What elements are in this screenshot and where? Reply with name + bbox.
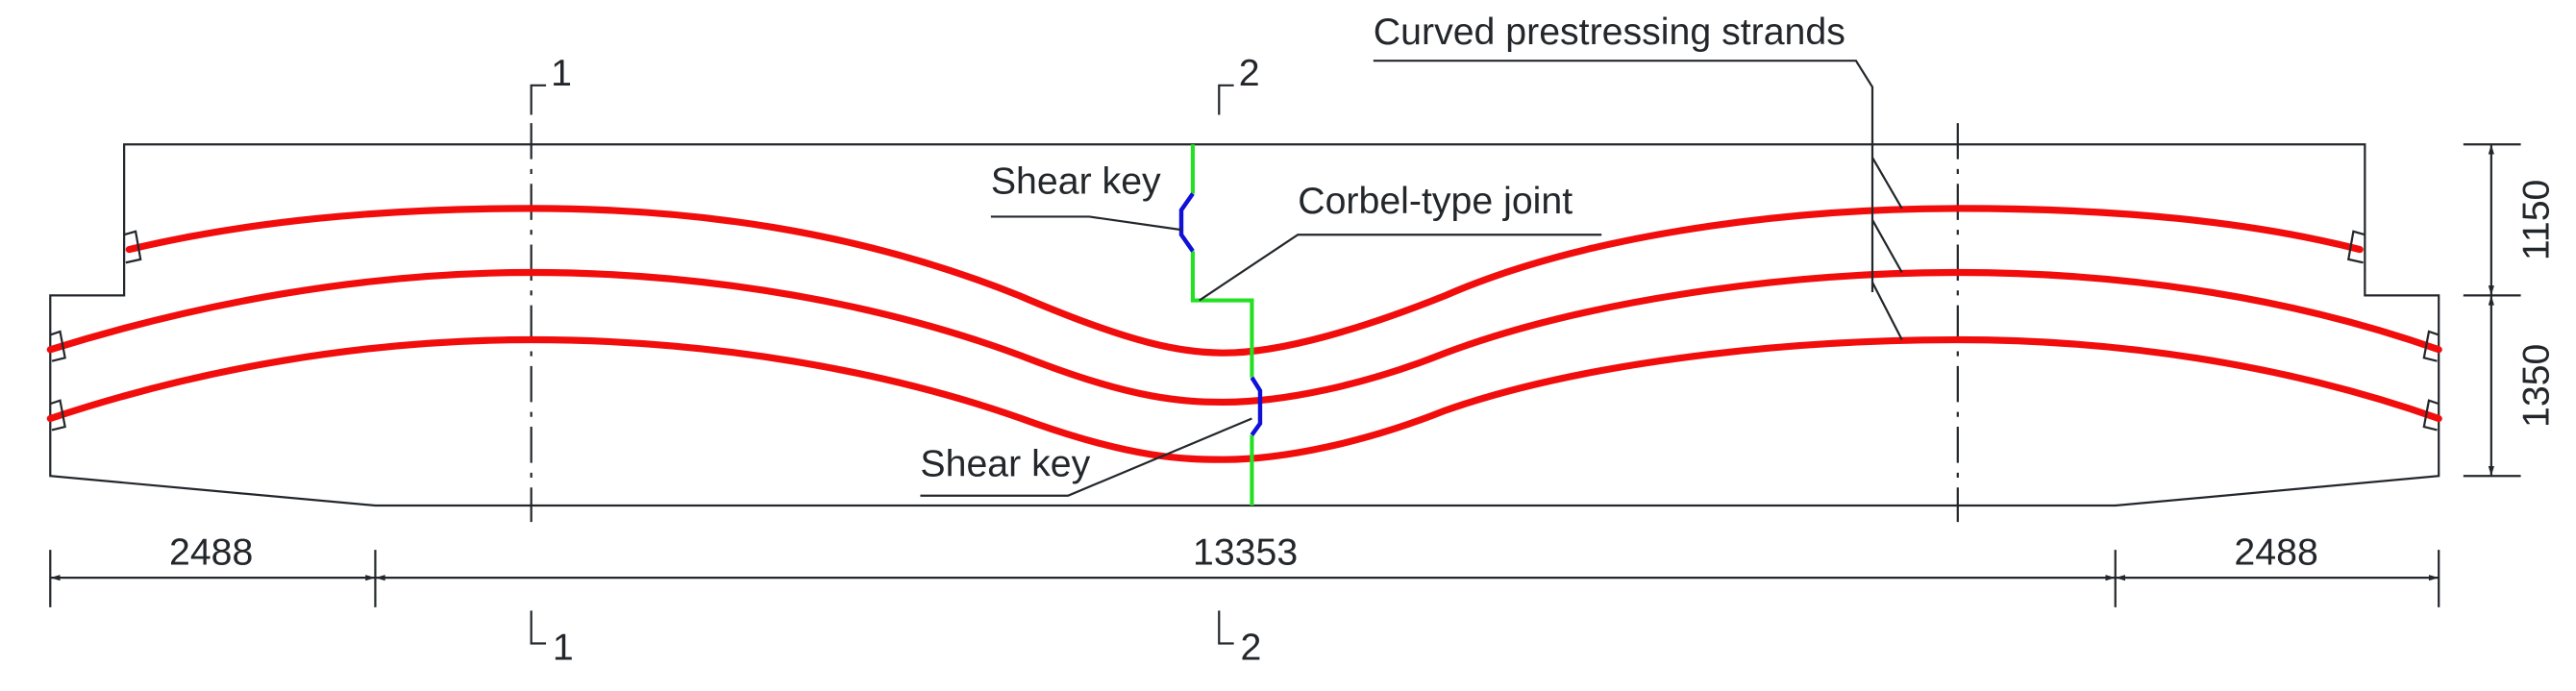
vertical-dimensions: 1150 1350 [2463, 143, 2558, 478]
dimension-upper-height: 1150 [2515, 180, 2558, 260]
section-1-label-top: 1 [551, 52, 572, 94]
strand-middle [46, 268, 2442, 407]
dimension-right: 2488 [2234, 531, 2317, 573]
section-2-label-top: 2 [1239, 52, 1260, 94]
section-1-label-bottom: 1 [553, 627, 574, 669]
corbel-joint-line [1190, 144, 1254, 506]
shear-key-bottom-line [1250, 376, 1263, 436]
strand-top [125, 205, 2364, 357]
shear-key-bottom-callout: Shear key [920, 417, 1252, 497]
dimension-left: 2488 [169, 531, 253, 573]
shear-key-bottom-label: Shear key [920, 442, 1090, 484]
shear-key-top-callout: Shear key [990, 160, 1182, 232]
section-1-top-marker: 1 [530, 52, 572, 115]
beam-outline [49, 143, 2440, 507]
section-2-label-bottom: 2 [1240, 627, 1261, 669]
section-1-bottom-marker: 1 [530, 610, 574, 669]
shear-key-top-label: Shear key [991, 160, 1161, 203]
dimension-lower-height: 1350 [2515, 344, 2558, 428]
corbel-joint-label: Corbel-type joint [1298, 180, 1573, 222]
strands-label: Curved prestressing strands [1374, 11, 1845, 53]
horizontal-dimensions: 2488 13353 2488 [49, 531, 2440, 607]
corbel-joint-callout: Corbel-type joint [1199, 180, 1602, 302]
shear-key-top-line [1178, 192, 1195, 253]
section-2-bottom-marker: 2 [1218, 610, 1261, 669]
strand-anchors [49, 230, 2440, 432]
strand-bottom [46, 335, 2442, 463]
dimension-middle: 13353 [1193, 531, 1298, 573]
section-2-top-marker: 2 [1218, 52, 1260, 115]
strands-callout: Curved prestressing strands [1373, 11, 1903, 341]
